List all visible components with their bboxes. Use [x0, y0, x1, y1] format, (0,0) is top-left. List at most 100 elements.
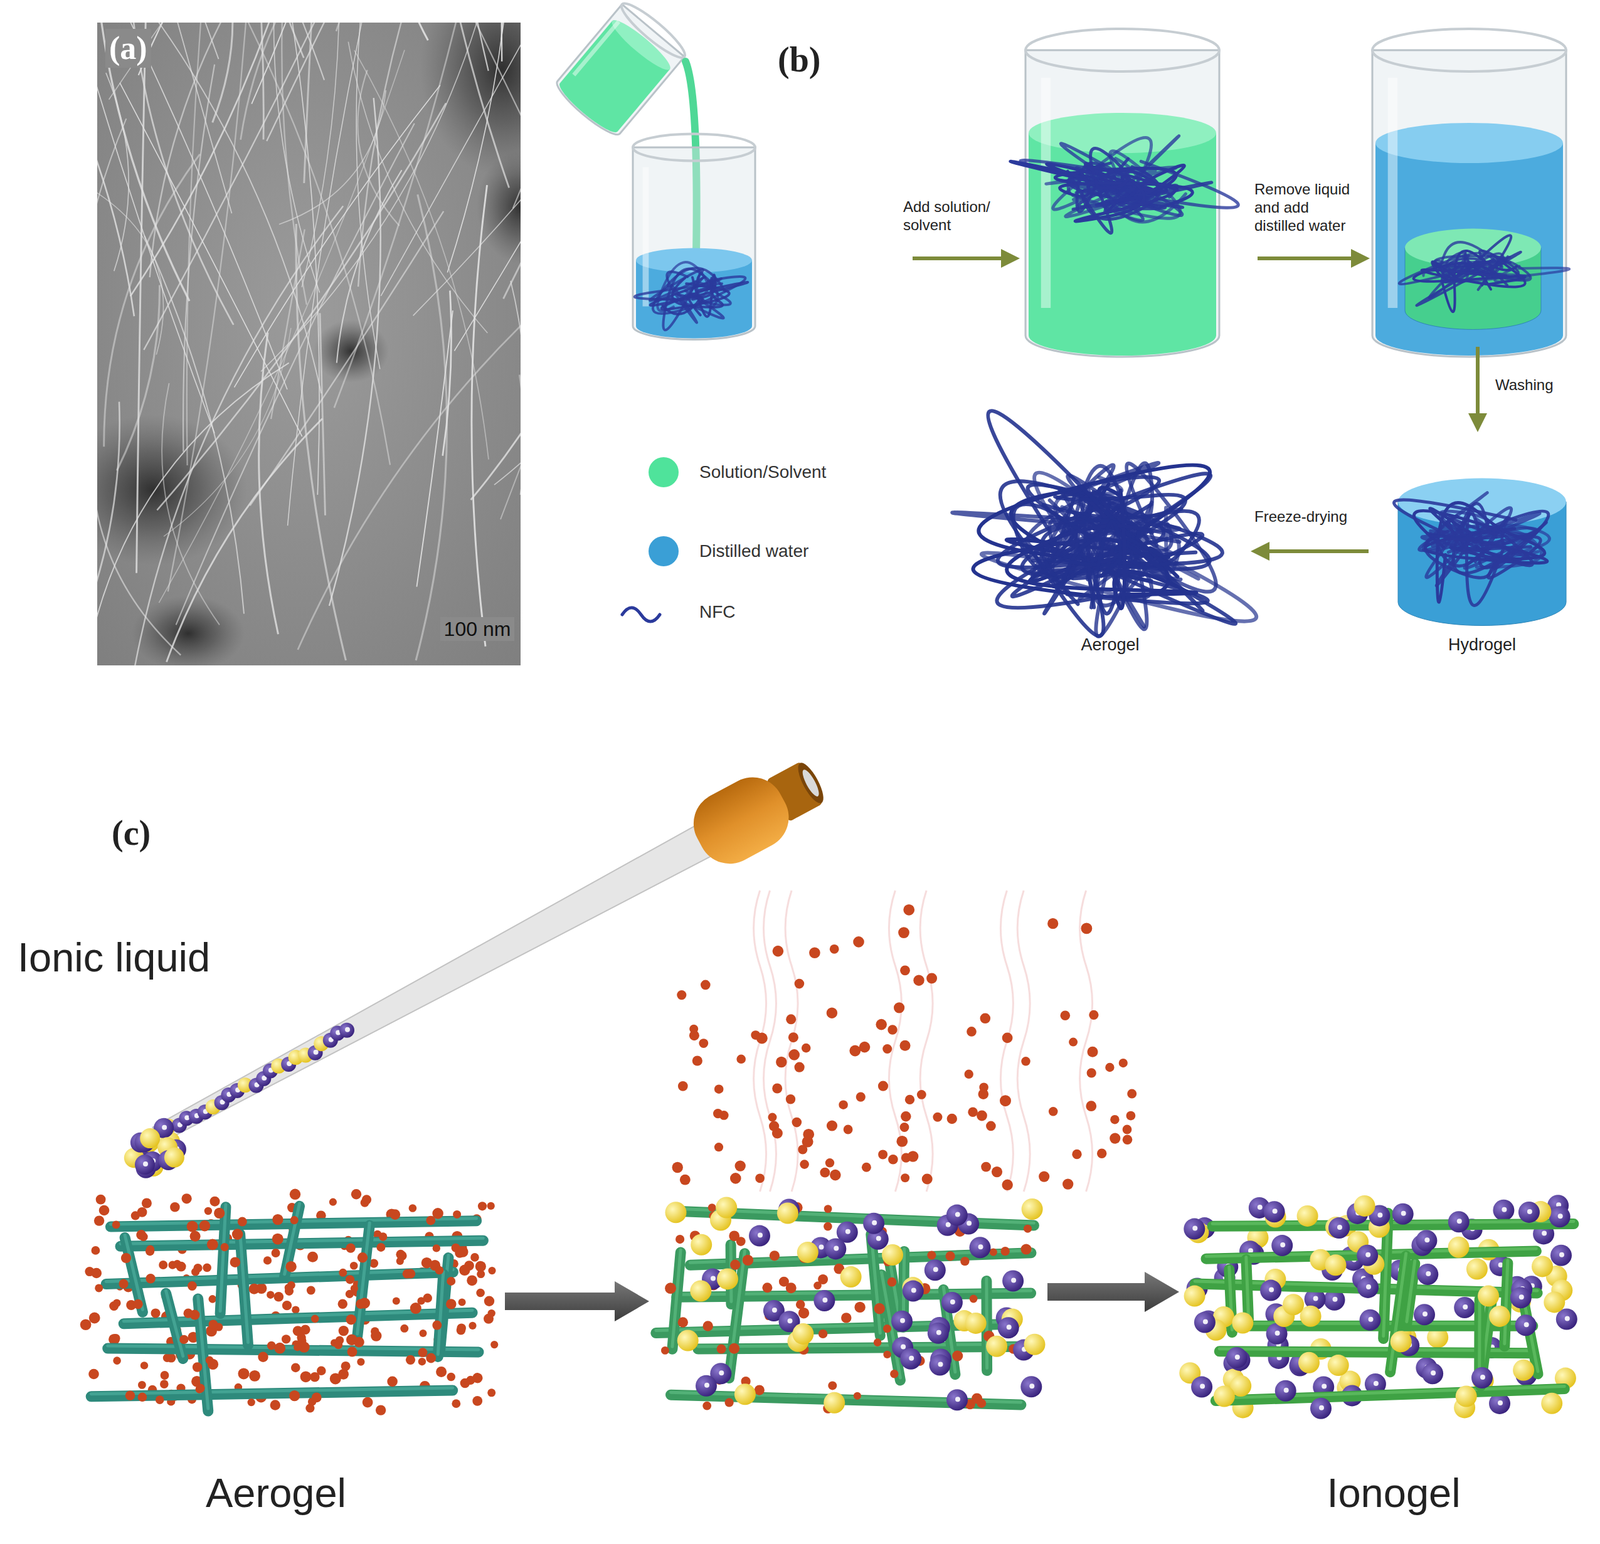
cation-ball — [1328, 1217, 1350, 1239]
solvent-molecule — [370, 1330, 382, 1341]
nanofibril — [269, 22, 320, 495]
nanofibril — [281, 22, 318, 305]
evaporating-molecule — [714, 1084, 724, 1094]
solvent-molecule — [798, 1307, 810, 1319]
solvent-molecule — [207, 1359, 219, 1370]
cation-highlight — [1519, 1294, 1525, 1300]
panel-b-schematic — [551, 0, 1570, 637]
cation-highlight — [718, 1370, 724, 1376]
nfc-fiber — [1091, 521, 1121, 615]
cation-ball — [1415, 1229, 1437, 1252]
nanofibril — [412, 22, 509, 188]
evaporating-molecule — [913, 975, 924, 986]
solvent-molecule — [716, 1344, 727, 1355]
evaporating-molecule — [964, 1070, 974, 1079]
evaporating-molecule — [1126, 1111, 1136, 1121]
solvent-molecule — [785, 1282, 797, 1294]
solvent-molecule — [347, 1347, 358, 1358]
solvent-molecule — [137, 1393, 148, 1403]
cation-ball — [748, 1225, 771, 1247]
solvent-molecule — [355, 1299, 366, 1309]
solvent-molecule — [477, 1201, 487, 1211]
evaporating-molecule — [1127, 1089, 1137, 1099]
evaporating-molecule — [903, 904, 915, 916]
nanofibril — [503, 22, 522, 299]
nanofibril — [97, 424, 181, 655]
evaporating-molecule — [1122, 1125, 1133, 1135]
solvent-molecule — [300, 1325, 311, 1336]
evaporating-molecule — [932, 1112, 943, 1123]
solvent-molecule — [94, 1283, 103, 1293]
solvent-molecule — [410, 1302, 422, 1314]
solvent-molecule — [425, 1353, 436, 1364]
solvent-molecule — [284, 1283, 293, 1293]
solvent-molecule — [249, 1370, 261, 1382]
cation-ball — [1226, 1347, 1248, 1369]
solvent-molecule — [487, 1202, 495, 1210]
solvent-molecule — [841, 1312, 852, 1323]
solvent-molecule — [334, 1340, 343, 1350]
cation-ball — [1549, 1206, 1571, 1228]
anion-ball — [1543, 1291, 1565, 1313]
cation-highlight — [1272, 1208, 1278, 1214]
anion-ball — [1231, 1312, 1254, 1335]
evaporating-molecule — [756, 1033, 768, 1045]
solvent-molecule — [419, 1329, 428, 1338]
solvent-molecule — [145, 1273, 155, 1284]
evaporating-molecule — [772, 1083, 783, 1094]
cation-ball — [1020, 1376, 1042, 1398]
anion-ball — [690, 1234, 712, 1256]
evaporating-molecule — [755, 1173, 765, 1183]
glass-highlight — [642, 166, 650, 307]
cation-ball — [1359, 1309, 1382, 1331]
fiber-highlight — [90, 1388, 453, 1395]
cation-ball — [1492, 1199, 1515, 1222]
cation-highlight — [1268, 1287, 1274, 1293]
stage-label: Aerogel — [1081, 634, 1140, 655]
cation-ball — [924, 1259, 946, 1281]
cation-highlight — [1527, 1209, 1533, 1215]
panel-letter: (a) — [105, 28, 152, 68]
fiber-highlight — [1504, 1260, 1508, 1345]
solvent-molecule — [237, 1217, 248, 1227]
solvent-molecule — [338, 1325, 349, 1336]
evaporating-molecule — [896, 1135, 908, 1148]
fiber-highlight — [1246, 1257, 1249, 1318]
cation-ball — [1191, 1376, 1213, 1399]
cation-highlight — [1337, 1224, 1343, 1230]
solvent-molecule — [121, 1253, 132, 1264]
cation-highlight — [1541, 1230, 1547, 1236]
evaporating-molecule — [1105, 1063, 1114, 1072]
cation-ball — [997, 1317, 1020, 1339]
anion-ball — [792, 1323, 814, 1345]
vapor-trail — [1017, 890, 1030, 1192]
nfc-fiber — [1006, 526, 1197, 595]
beaker-glass — [551, 4, 685, 141]
cation-highlight — [936, 1330, 942, 1336]
solvent-molecule — [730, 1260, 741, 1271]
glass-highlight — [572, 20, 621, 77]
evaporating-molecule — [1021, 1056, 1030, 1066]
anion-ball — [823, 1392, 845, 1414]
solvent-molecule — [989, 1248, 998, 1257]
cation-highlight — [1234, 1354, 1240, 1360]
anion-ball — [677, 1330, 699, 1352]
cation-ball — [1263, 1201, 1286, 1223]
evaporating-molecule — [809, 947, 821, 959]
cation-highlight — [710, 1276, 716, 1282]
evaporating-molecule — [1047, 918, 1059, 929]
evaporating-molecule — [788, 1049, 800, 1061]
nfc-fiber — [1426, 508, 1535, 578]
anion-ball — [881, 1244, 904, 1266]
solvent-molecule — [257, 1352, 268, 1363]
anion-ball — [1466, 1258, 1488, 1281]
solvent-molecule — [362, 1397, 374, 1409]
solvent-molecule — [193, 1263, 202, 1273]
stage-label: Hydrogel — [1448, 634, 1516, 655]
anion-ball — [1512, 1359, 1535, 1382]
beaker-rim — [1025, 28, 1220, 72]
nanofibril — [163, 328, 292, 537]
solvent-molecule — [190, 1310, 201, 1321]
cation-highlight — [1280, 1242, 1286, 1248]
solvent-molecule — [702, 1401, 712, 1411]
